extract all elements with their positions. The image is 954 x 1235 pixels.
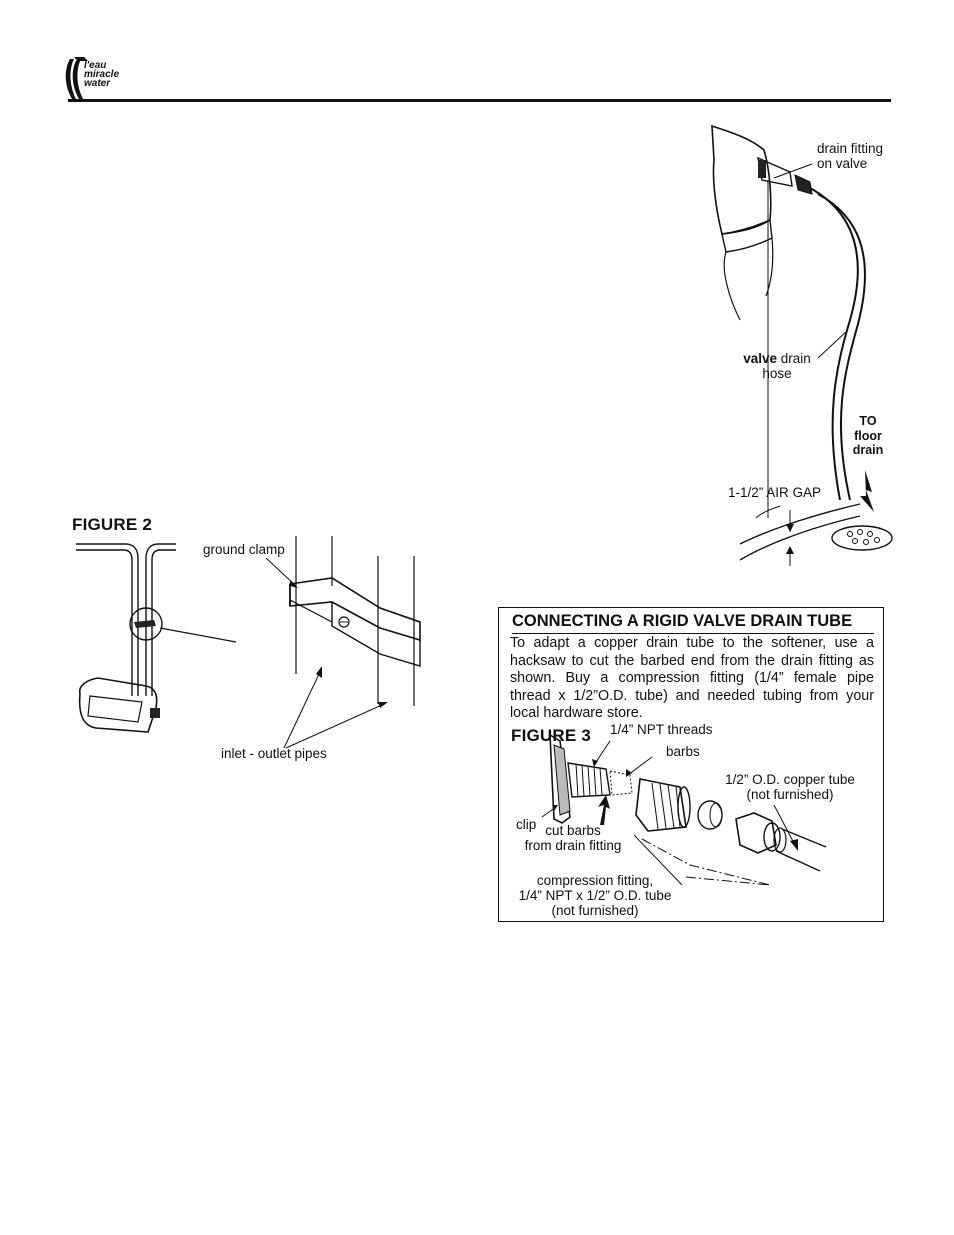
air-gap-label: 1-1/2” AIR GAP [728,485,822,500]
inlet-outlet-pipes-label: inlet - outlet pipes [221,746,327,761]
logo-line-3: water [84,78,111,89]
cut-barbs-label: cut barbs from drain fitting [524,823,622,853]
copper-tube-label: 1/2” O.D. copper tube (not furnished) [725,772,855,802]
figure-2-title: FIGURE 2 [72,515,153,534]
drain-fitting-label: drain fitting on valve [817,141,884,171]
valve-drain-hose-label: valve drain hose [743,351,811,381]
rigid-drain-tube-box [498,607,884,922]
compression-fitting-illustration [540,735,830,910]
to-floor-drain-label: TO floor drain [852,414,884,457]
clip-label: clip [516,817,537,832]
logo: l'eau miracle water [64,55,144,101]
valve-word: valve [743,351,777,366]
logo-line-1: l'eau [84,60,107,71]
barbs-label: barbs [666,744,700,759]
logo-line-2: miracle [84,69,120,80]
box-title: CONNECTING A RIGID VALVE DRAIN TUBE [512,612,874,634]
logo-swirl-icon [65,57,88,99]
compression-fitting-label: compression fitting, 1/4” NPT x 1/2” O.D… [518,873,672,918]
box-body-text: To adapt a copper drain tube to the soft… [510,635,874,721]
ground-clamp-label: ground clamp [203,542,285,557]
header-rule [68,99,891,102]
drain-hose-illustration [700,120,900,570]
ground-clamp-illustration [76,536,436,736]
npt-threads-label: 1/4” NPT threads [610,722,713,737]
